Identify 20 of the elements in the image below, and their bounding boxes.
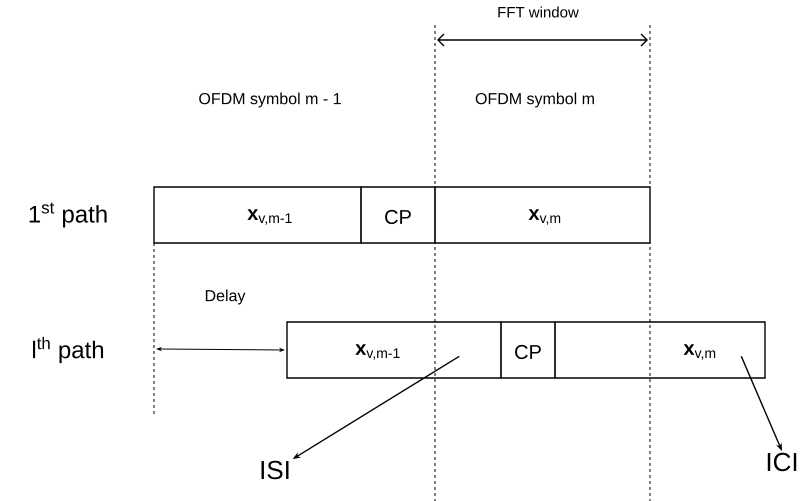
- box-label: CP: [385, 210, 411, 224]
- text-label: OFDM symbol m - 1: [199, 92, 341, 108]
- signal-box: [153, 186, 362, 244]
- row-label: l$^{th}$ path: [33, 336, 104, 364]
- effect-label: ICI: [768, 452, 796, 472]
- text-label: Delay: [206, 290, 246, 304]
- box-label: CP: [515, 344, 541, 360]
- box-label: x$_{v,m}$: [684, 344, 716, 360]
- row-label: 1$^{st}$ path: [30, 202, 107, 228]
- signal-box: [554, 321, 766, 379]
- text-label: OFDM symbol m: [476, 92, 594, 108]
- signal-box: [434, 186, 651, 244]
- box-label: x$_{v,m-1}$: [247, 209, 292, 225]
- effect-label: ISI: [262, 460, 288, 480]
- box-label: x$_{v,m}$: [528, 209, 560, 225]
- signal-box: [286, 321, 502, 379]
- signal-box: [500, 321, 556, 379]
- box-label: x$_{v,m-1}$: [355, 344, 400, 360]
- signal-box: [360, 186, 436, 244]
- text-label: FFT window: [498, 6, 579, 18]
